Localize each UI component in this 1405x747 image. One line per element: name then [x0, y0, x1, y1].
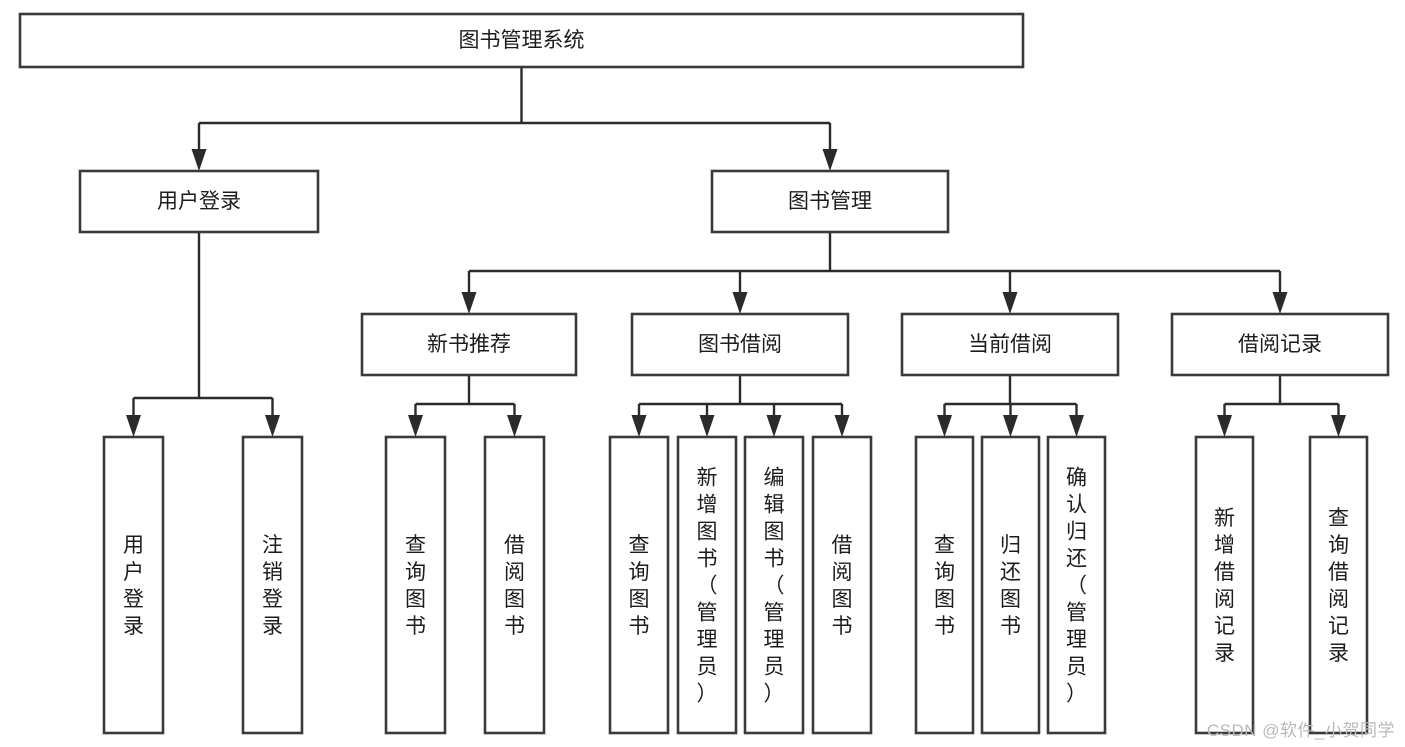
node-box[interactable]	[1046, 435, 1107, 735]
node-leaf-cur-return-book[interactable]: 归还图书	[980, 435, 1041, 735]
arrow-head-icon	[126, 415, 141, 437]
node-label: 查询图书	[629, 534, 650, 638]
arrow-head-icon	[1272, 292, 1288, 314]
node-label: 借阅图书	[832, 534, 853, 638]
node-leaf-rec-query-book[interactable]: 查询图书	[384, 435, 447, 735]
node-leaf-cur-query-book[interactable]: 查询图书	[914, 435, 975, 735]
arrow-head-icon	[191, 149, 207, 171]
arrow-head-icon	[834, 415, 850, 437]
node-user-login[interactable]: 用户登录	[78, 169, 320, 234]
node-label: 新书推荐	[427, 333, 511, 356]
node-label: 新增图书（管理员）	[697, 467, 718, 706]
node-leaf-borrow-borrow-book[interactable]: 借阅图书	[811, 435, 873, 735]
arrow-head-icon	[1069, 415, 1084, 437]
node-borrow-record[interactable]: 借阅记录	[1170, 312, 1390, 377]
arrow-head-icon	[631, 415, 647, 437]
node-leaf-borrow-edit-book[interactable]: 编辑图书（管理员）	[743, 435, 805, 735]
node-label: 编辑图书（管理员）	[764, 467, 785, 706]
arrow-head-icon	[408, 415, 423, 437]
node-label: 借阅记录	[1238, 333, 1322, 356]
arrow-head-icon	[1217, 415, 1232, 437]
node-label: 用户登录	[123, 534, 144, 638]
watermark-label: CSDN @软件_小贺同学	[1206, 721, 1395, 740]
edge-group-borrow-record	[1217, 375, 1346, 437]
node-box[interactable]	[980, 435, 1041, 735]
arrow-head-icon	[507, 415, 522, 437]
arrow-head-icon	[822, 149, 838, 171]
edge-group-user-login	[126, 232, 280, 437]
node-box[interactable]	[1194, 435, 1255, 735]
node-leaf-user-login[interactable]: 用户登录	[102, 435, 165, 735]
nodes-layer: 图书管理系统用户登录图书管理新书推荐图书借阅当前借阅借阅记录用户登录注销登录查询…	[18, 12, 1390, 735]
arrow-head-icon	[461, 292, 477, 314]
node-leaf-cur-confirm-return[interactable]: 确认归还（管理员）	[1046, 435, 1107, 735]
node-leaf-rec-add-record[interactable]: 新增借阅记录	[1194, 435, 1255, 735]
node-label: 图书管理	[788, 190, 872, 213]
node-label: 当前借阅	[968, 333, 1052, 356]
node-leaf-borrow-add-book[interactable]: 新增图书（管理员）	[676, 435, 738, 735]
connectors-layer	[126, 67, 1346, 437]
node-label: 图书管理系统	[459, 29, 585, 52]
node-new-book-rec[interactable]: 新书推荐	[360, 312, 578, 377]
node-root[interactable]: 图书管理系统	[18, 12, 1025, 69]
node-book-manage[interactable]: 图书管理	[710, 169, 950, 234]
node-box[interactable]	[102, 435, 165, 735]
node-current-borrow[interactable]: 当前借阅	[900, 312, 1120, 377]
node-leaf-borrow-query-book[interactable]: 查询图书	[608, 435, 670, 735]
arrow-head-icon	[699, 415, 715, 437]
node-label: 借阅图书	[504, 534, 525, 638]
edge-group-new-book-rec	[408, 375, 522, 437]
node-box[interactable]	[384, 435, 447, 735]
node-box[interactable]	[743, 435, 805, 735]
edge-group-current-borrow	[937, 375, 1084, 437]
node-box[interactable]	[1170, 312, 1390, 377]
node-box[interactable]	[811, 435, 873, 735]
node-label: 图书借阅	[698, 333, 782, 356]
edge-group-root	[191, 67, 838, 171]
arrow-head-icon	[265, 415, 280, 437]
node-leaf-rec-borrow-book[interactable]: 借阅图书	[483, 435, 546, 735]
node-label: 查询借阅记录	[1328, 507, 1349, 665]
node-box[interactable]	[608, 435, 670, 735]
node-label: 查询图书	[934, 534, 955, 638]
node-label: 用户登录	[157, 190, 241, 213]
node-label: 查询图书	[405, 534, 426, 638]
arrow-head-icon	[937, 415, 952, 437]
node-leaf-user-logout[interactable]: 注销登录	[241, 435, 304, 735]
node-box[interactable]	[18, 12, 1025, 69]
node-label: 新增借阅记录	[1214, 507, 1235, 665]
node-box[interactable]	[914, 435, 975, 735]
node-label: 注销登录	[262, 534, 283, 638]
arrow-head-icon	[1331, 415, 1346, 437]
arrow-head-icon	[766, 415, 782, 437]
node-box[interactable]	[900, 312, 1120, 377]
node-label: 确认归还（管理员）	[1066, 467, 1087, 706]
node-box[interactable]	[360, 312, 578, 377]
node-box[interactable]	[1308, 435, 1369, 735]
node-box[interactable]	[483, 435, 546, 735]
arrow-head-icon	[1002, 292, 1018, 314]
node-box[interactable]	[710, 169, 950, 234]
node-box[interactable]	[676, 435, 738, 735]
edge-group-book-borrow	[631, 375, 850, 437]
arrow-head-icon	[732, 292, 748, 314]
node-box[interactable]	[630, 312, 850, 377]
edge-group-book-manage	[461, 232, 1288, 314]
node-book-borrow[interactable]: 图书借阅	[630, 312, 850, 377]
node-box[interactable]	[78, 169, 320, 234]
node-box[interactable]	[241, 435, 304, 735]
node-leaf-rec-query-record[interactable]: 查询借阅记录	[1308, 435, 1369, 735]
node-label: 归还图书	[1000, 534, 1021, 638]
arrow-head-icon	[1003, 415, 1018, 437]
